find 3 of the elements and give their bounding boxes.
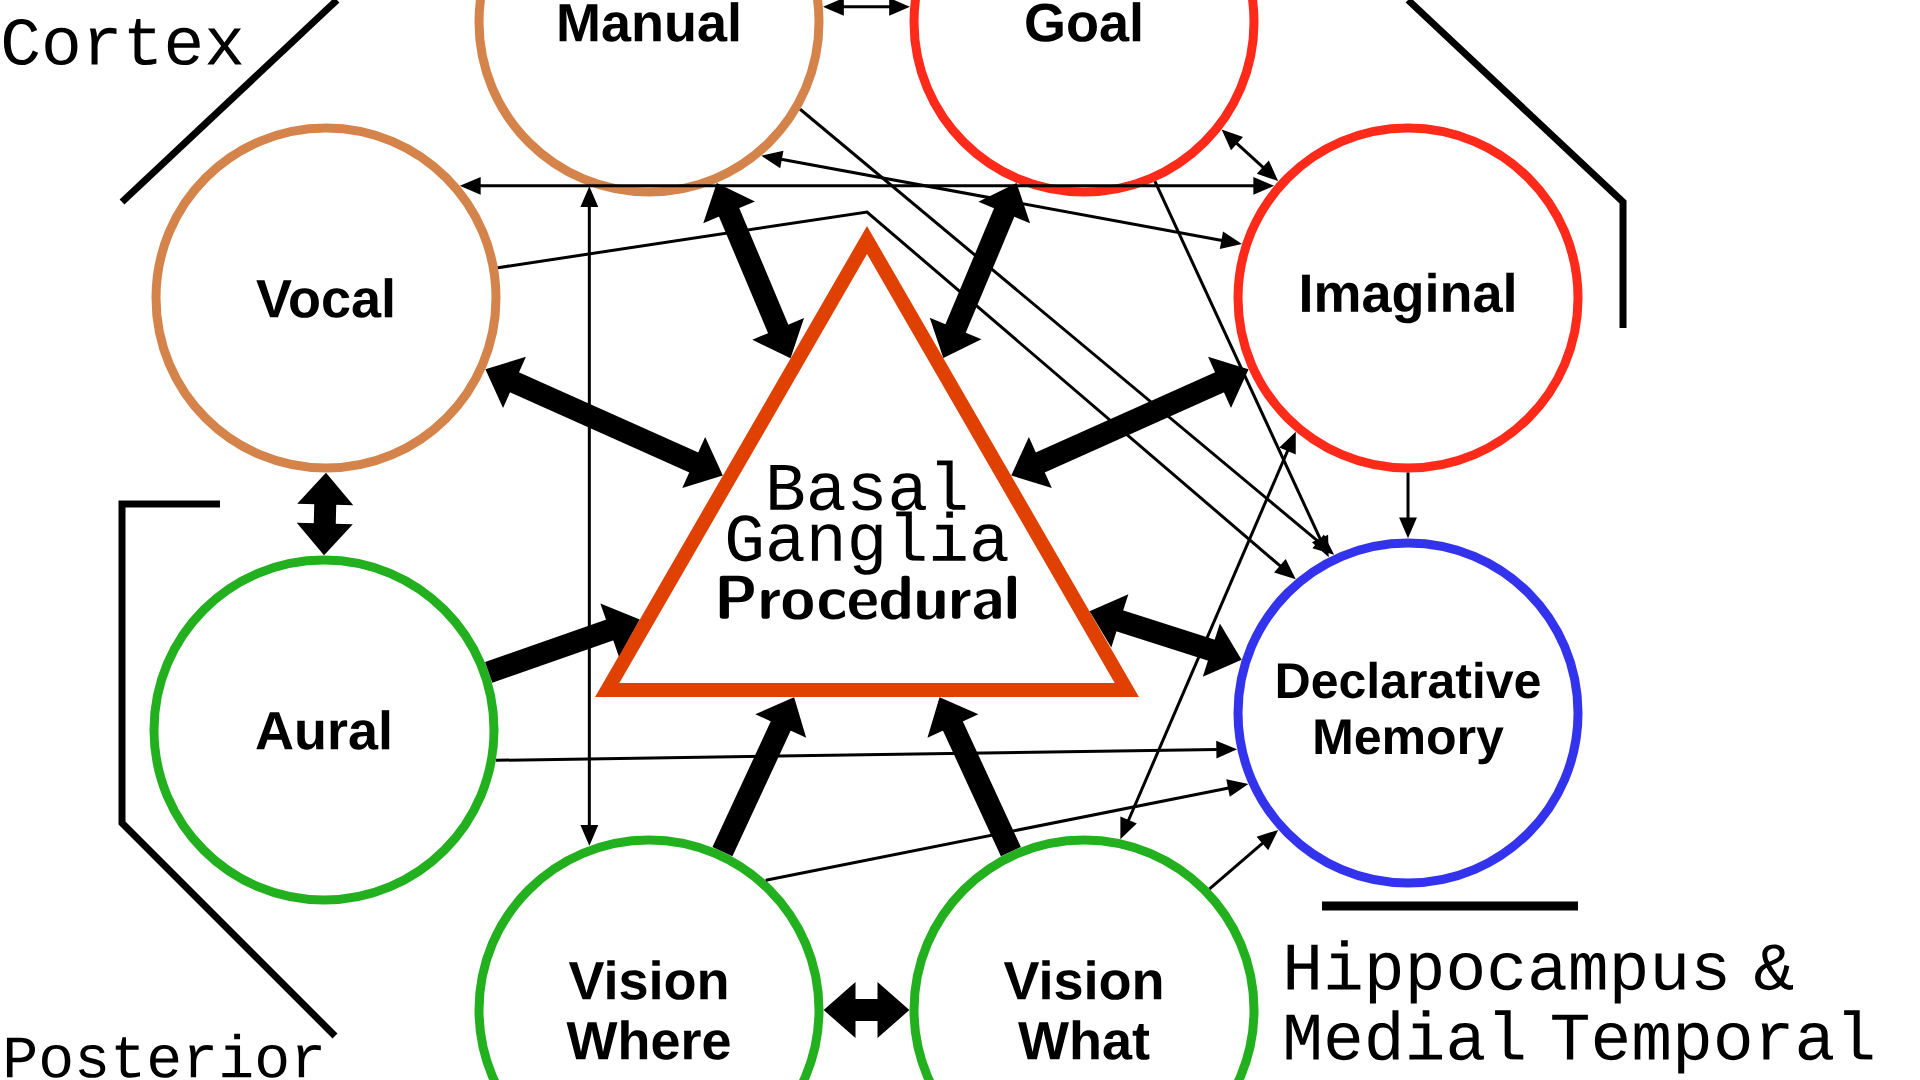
region-label: Cortex <box>3 18 242 66</box>
region-label: Posterior <box>6 1033 321 1078</box>
region-label: Hippocampus & Medial Temporal <box>1286 940 1873 1074</box>
